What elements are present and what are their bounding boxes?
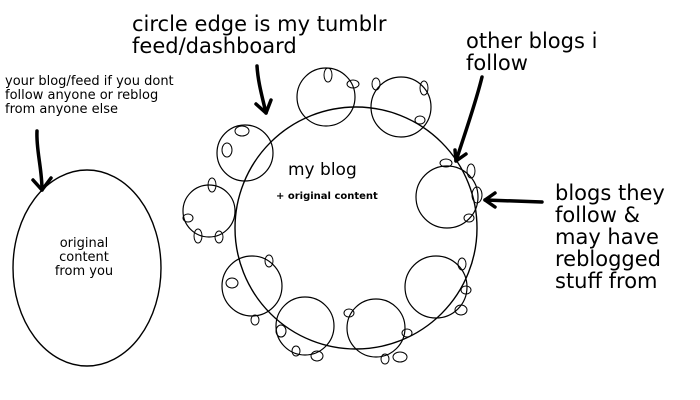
- satellite-oval: [323, 67, 333, 83]
- label-circle-edge: circle edge is my tumblr feed/dashboard: [132, 12, 387, 58]
- satellite-oval: [250, 314, 260, 326]
- satellite-oval: [457, 257, 467, 271]
- arrow-to-dashboard-edge: [254, 64, 273, 115]
- satellite-oval: [207, 177, 217, 193]
- followed-blog-circle: [404, 255, 468, 319]
- satellite-oval: [193, 228, 203, 244]
- followed-blog-circle: [221, 255, 283, 317]
- satellite-oval: [414, 115, 426, 125]
- arrow-to-followed-blog: [453, 75, 484, 163]
- satellite-oval: [221, 142, 233, 158]
- satellite-oval: [380, 353, 390, 365]
- followed-blogs-ring: [182, 67, 479, 358]
- satellite-oval: [371, 77, 381, 91]
- satellite-oval: [419, 80, 429, 96]
- followed-blog-circle: [216, 124, 274, 182]
- followed-blog-circle: [370, 76, 432, 138]
- label-your-blog: your blog/feed if you dont follow anyone…: [5, 74, 174, 117]
- followed-blog-circle: [275, 296, 335, 356]
- satellite-oval: [439, 158, 453, 168]
- arrows: [31, 64, 544, 209]
- label-other-blogs: other blogs i follow: [466, 29, 598, 75]
- followed-blog-circle: [346, 298, 406, 358]
- satellite-oval: [463, 213, 475, 223]
- label-original-content: original content from you: [54, 236, 114, 279]
- arrow-to-own-blog: [31, 129, 53, 192]
- followed-blog-circle: [182, 184, 236, 238]
- satellite-oval: [392, 351, 408, 363]
- satellite-oval: [471, 186, 483, 204]
- label-blogs-they-follow: blogs they follow & may have reblogged s…: [555, 181, 665, 293]
- satellite-ovals: [182, 67, 483, 365]
- followed-blog-circle: [415, 165, 479, 229]
- satellite-oval: [401, 328, 413, 338]
- satellite-oval: [460, 285, 472, 295]
- own-blog-circle: [12, 169, 162, 367]
- satellite-oval: [275, 324, 287, 338]
- satellite-oval: [454, 304, 468, 316]
- satellite-oval: [343, 308, 355, 318]
- satellite-oval: [466, 163, 476, 179]
- label-plus-original-content: + original content: [276, 191, 378, 202]
- satellite-oval: [214, 230, 224, 244]
- label-my-blog: my blog: [288, 160, 357, 180]
- satellite-oval: [346, 79, 360, 89]
- satellite-oval: [225, 277, 239, 289]
- satellite-oval: [291, 345, 301, 357]
- satellite-oval: [264, 254, 274, 268]
- arrow-to-satellite: [483, 191, 544, 209]
- satellite-oval: [182, 213, 194, 223]
- satellite-oval: [310, 350, 324, 362]
- satellite-oval: [234, 125, 250, 137]
- followed-blog-circle: [296, 67, 356, 127]
